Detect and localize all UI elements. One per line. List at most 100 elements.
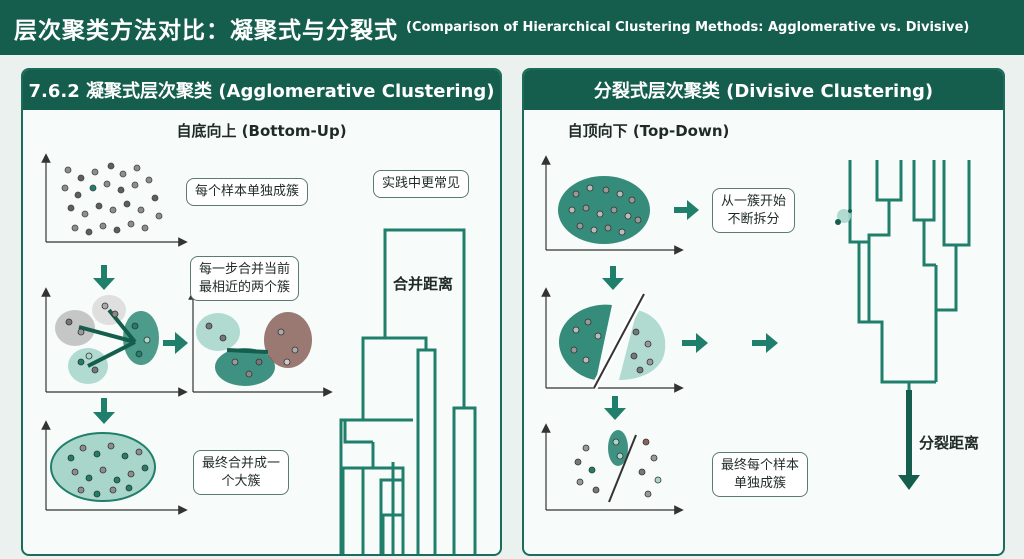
data-point bbox=[610, 206, 618, 214]
right-arrow-merge bbox=[163, 332, 188, 354]
data-point bbox=[85, 474, 93, 482]
data-point bbox=[143, 336, 151, 344]
divisive-diagram bbox=[541, 155, 971, 515]
data-point bbox=[91, 168, 99, 176]
bubble-final-individual: 最终每个样本 单独成簇 bbox=[712, 452, 809, 498]
data-point bbox=[135, 448, 143, 456]
agglomerative-dendrogram bbox=[339, 228, 477, 554]
page-title: 层次聚类方法对比：凝聚式与分裂式 bbox=[14, 17, 398, 44]
data-point bbox=[584, 318, 592, 326]
data-point bbox=[283, 358, 291, 366]
data-point bbox=[205, 322, 213, 330]
data-point bbox=[592, 486, 600, 494]
scatter-plot-individual bbox=[41, 153, 188, 247]
data-point bbox=[64, 166, 72, 174]
data-point bbox=[654, 476, 662, 484]
data-point bbox=[628, 196, 636, 204]
down-arrow-3 bbox=[602, 266, 624, 290]
data-point bbox=[572, 190, 580, 198]
data-point bbox=[71, 224, 79, 232]
data-point bbox=[574, 458, 582, 466]
data-point bbox=[632, 328, 640, 336]
data-point bbox=[89, 184, 97, 192]
data-point bbox=[630, 352, 638, 360]
data-point bbox=[618, 228, 626, 236]
data-point bbox=[113, 226, 121, 234]
top-down-label: 自顶向下 (Top-Down) bbox=[567, 122, 730, 140]
data-point bbox=[131, 181, 139, 189]
data-point bbox=[616, 452, 624, 460]
divisive-panel: 分裂式层次聚类 (Divisive Clustering) 自顶向下 (Top-… bbox=[522, 68, 1005, 556]
scatter-plot-merged-pairs bbox=[188, 290, 333, 397]
data-point bbox=[596, 210, 604, 218]
data-point bbox=[594, 332, 602, 340]
data-point bbox=[123, 200, 131, 208]
data-point bbox=[77, 174, 85, 182]
data-point bbox=[101, 302, 109, 310]
data-point bbox=[570, 346, 578, 354]
data-point bbox=[624, 212, 632, 220]
data-point bbox=[586, 184, 594, 192]
data-point bbox=[582, 204, 590, 212]
data-point bbox=[109, 486, 117, 494]
data-point bbox=[255, 358, 263, 366]
data-point bbox=[109, 206, 117, 214]
data-point bbox=[61, 184, 69, 192]
data-point bbox=[119, 170, 127, 178]
down-arrow-4 bbox=[604, 396, 626, 420]
scatter-plot-split bbox=[541, 287, 684, 393]
data-point bbox=[107, 162, 115, 170]
data-point bbox=[133, 164, 141, 172]
page-header: 层次聚类方法对比：凝聚式与分裂式 (Comparison of Hierarch… bbox=[0, 0, 1024, 55]
down-arrow-1 bbox=[93, 265, 115, 290]
data-point bbox=[117, 186, 125, 194]
data-point bbox=[93, 490, 101, 498]
data-point bbox=[644, 340, 652, 348]
agglomerative-panel-title: 7.6.2 凝聚式层次聚类 (Agglomerative Clustering) bbox=[23, 70, 500, 110]
bubble-each-sample: 每个样本单独成簇 bbox=[186, 178, 309, 206]
data-point bbox=[650, 454, 658, 462]
bubble-merge-closest: 每一步合并当前 最相近的两个簇 bbox=[190, 256, 300, 302]
data-point bbox=[65, 318, 73, 326]
divisive-distance-arrow bbox=[898, 390, 920, 490]
data-point bbox=[141, 224, 149, 232]
data-point bbox=[151, 194, 159, 202]
data-point bbox=[638, 468, 646, 476]
data-point bbox=[113, 476, 121, 484]
data-point bbox=[85, 228, 93, 236]
data-point bbox=[602, 186, 610, 194]
data-point bbox=[644, 490, 652, 498]
right-arrow-split-2 bbox=[682, 333, 708, 353]
data-point bbox=[99, 222, 107, 230]
page-subtitle: (Comparison of Hierarchical Clustering M… bbox=[406, 20, 970, 35]
scatter-plot-individual-final bbox=[541, 423, 684, 515]
data-point bbox=[111, 310, 119, 318]
data-point bbox=[77, 328, 85, 336]
data-point bbox=[91, 366, 99, 374]
data-point bbox=[612, 438, 620, 446]
bottom-up-label: 自底向上 (Bottom-Up) bbox=[176, 122, 347, 140]
data-point bbox=[74, 191, 82, 199]
divisive-dendrogram bbox=[848, 160, 971, 390]
data-point bbox=[141, 464, 149, 472]
data-point bbox=[291, 346, 299, 354]
down-arrow-2 bbox=[93, 398, 115, 424]
data-point bbox=[576, 222, 584, 230]
scatter-plot-merging bbox=[41, 287, 188, 397]
scatter-plot-one-cluster bbox=[41, 420, 188, 515]
data-point bbox=[646, 358, 654, 366]
data-point bbox=[67, 454, 75, 462]
data-point bbox=[590, 226, 598, 234]
data-point bbox=[131, 322, 139, 330]
data-point bbox=[245, 370, 253, 378]
data-point bbox=[137, 206, 145, 214]
data-point bbox=[135, 350, 143, 358]
data-point bbox=[568, 206, 576, 214]
data-point bbox=[582, 444, 590, 452]
data-point bbox=[93, 450, 101, 458]
scatter-plot-one-cluster-start bbox=[541, 155, 684, 255]
data-point bbox=[107, 442, 115, 450]
right-arrow-split bbox=[674, 200, 699, 220]
data-point bbox=[95, 202, 103, 210]
data-point bbox=[588, 466, 596, 474]
